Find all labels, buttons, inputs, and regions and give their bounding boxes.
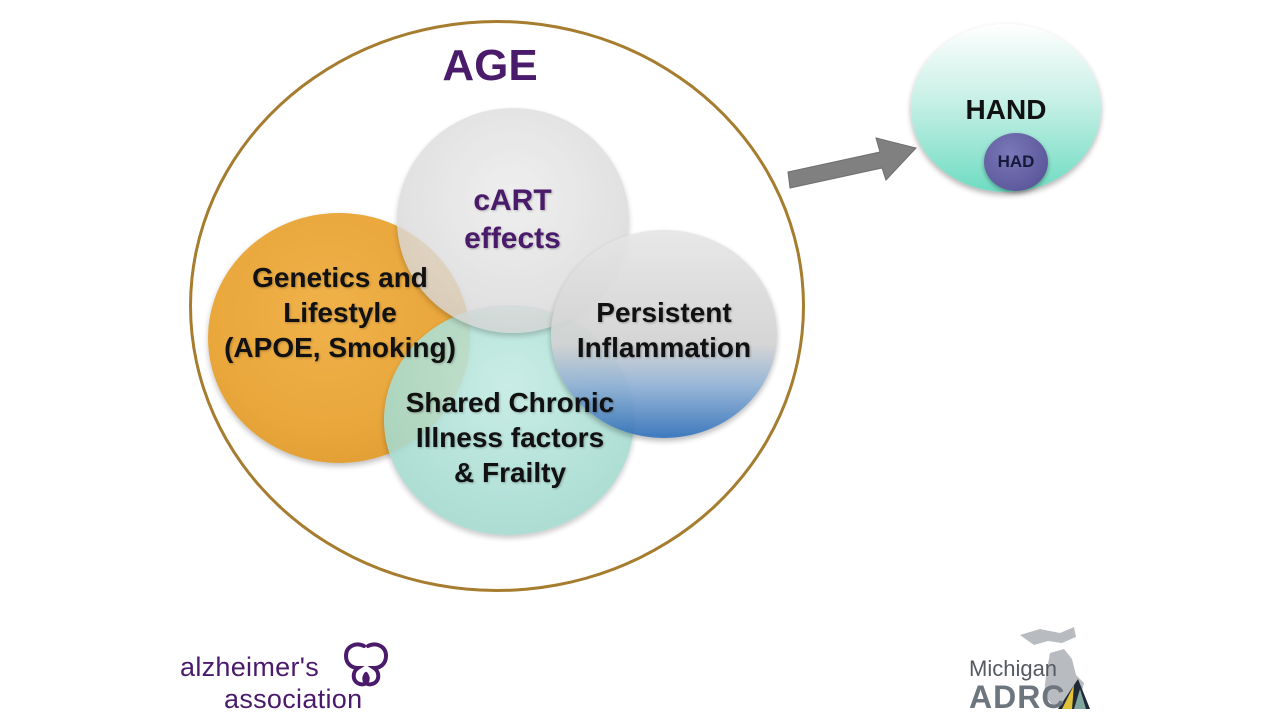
genetics-line3: (APOE, Smoking) [224,332,456,363]
age-outer-circle [189,20,805,592]
age-title: AGE [442,41,538,90]
chronic-line2: Illness factors [415,422,605,453]
adrc-acronym-text: ADRC [969,679,1066,715]
inflammation-line1: Persistent [596,297,732,328]
chronic-illness-label: Shared Chronic Illness factors & Frailty [380,385,640,490]
cart-line1: cART [473,184,552,217]
had-circle [984,133,1048,191]
michigan-map-icon [1020,627,1090,709]
inflammation-circle [551,230,777,438]
adrc-michigan-text: Michigan [969,656,1058,681]
inflammation-line2: Inflammation [576,332,752,363]
cart-line2: effects [464,221,561,255]
alz-logo-text-line2: association [224,684,363,714]
genetics-line1: Genetics and [252,262,428,293]
right-arrow-icon [787,137,917,189]
cart-effects-label: cART effects [420,182,605,257]
chronic-line1: Shared Chronic [405,387,615,418]
inflammation-label: Persistent Inflammation [555,295,773,365]
alz-brain-icon [343,642,389,687]
hand-label: HAND [965,94,1047,125]
michigan-adrc-logo: Michigan ADRC [966,625,1116,715]
genetics-line2: Lifestyle [283,297,397,328]
chronic-line3: & Frailty [453,457,567,488]
alzheimers-association-logo: alzheimer's association [178,642,398,716]
genetics-label: Genetics and Lifestyle (APOE, Smoking) [190,260,490,365]
alz-logo-text-line1: alzheimer's [180,652,319,682]
had-label: HAD [997,152,1035,171]
